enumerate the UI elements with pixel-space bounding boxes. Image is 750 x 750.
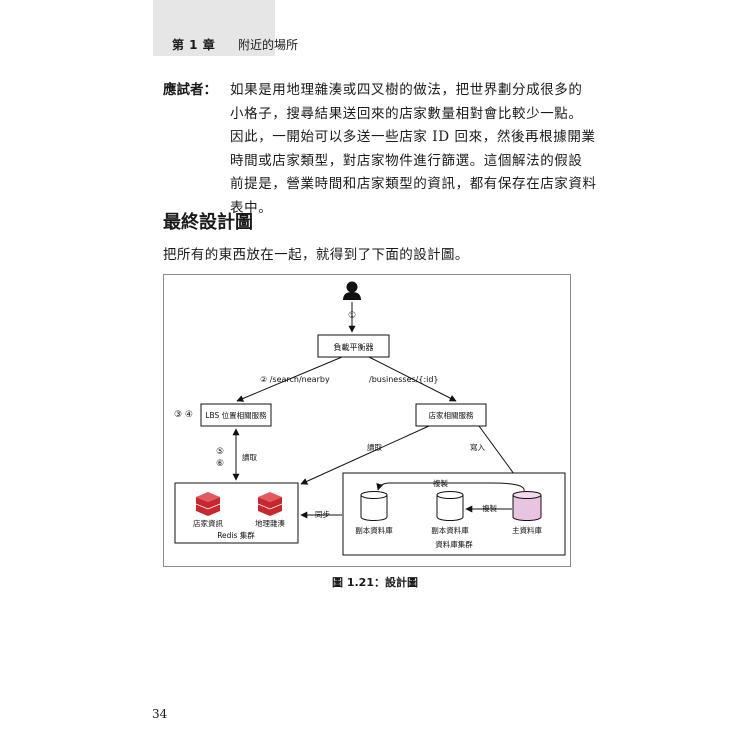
arrow-replicate-top	[376, 482, 525, 492]
step-6-label: ⑥	[216, 459, 224, 469]
redis-icon	[195, 492, 221, 516]
route-businesses-label: /businesses/{:id}	[369, 375, 439, 384]
redis-cluster-label: Redis 集群	[217, 530, 255, 540]
replica-db-1-label: 副本資料庫	[355, 525, 393, 535]
business-service-label: 店家相關服務	[429, 410, 474, 420]
arrow-lb-to-business	[368, 356, 457, 402]
redis-icon-stripe	[269, 503, 283, 510]
user-icon	[343, 281, 361, 300]
sync-label: 同步	[315, 510, 330, 519]
speech-line: 因此，一開始可以多送一些店家 ID 回來，然後再根據開業	[230, 129, 596, 146]
load-balancer-label: 負載平衡器	[334, 342, 374, 352]
speech-line: 表中。	[230, 199, 273, 216]
design-diagram: ① 負載平衡器 ② /search/nearby /businesses/{:i…	[163, 274, 571, 567]
redis-icon-body	[196, 497, 220, 516]
replicate-right-label: 複製	[482, 503, 497, 513]
replica-db-1-icon	[360, 491, 388, 521]
primary-db-icon	[512, 491, 542, 521]
primary-db-label: 主資料庫	[512, 525, 542, 535]
speech-line: 如果是用地理雜湊或四叉樹的做法，把世界劃分成很多的	[230, 82, 583, 98]
redis-icon-stripe	[257, 503, 271, 510]
load-balancer-box	[317, 334, 390, 358]
chapter-label: 第 1 章	[172, 38, 216, 52]
write-label: 寫入	[470, 442, 485, 452]
redis-cluster-box	[174, 482, 299, 544]
step-5-label: ⑤	[216, 447, 224, 457]
business-service-box	[415, 403, 487, 427]
arrow-lb-to-lbs	[236, 356, 343, 402]
page-number: 34	[152, 707, 168, 721]
redis-item-geohash: 地理雜湊	[255, 518, 285, 528]
lbs-service-box	[200, 403, 272, 427]
speech-line: 前提是，營業時間和店家類型的資訊，都有保存在店家資料	[230, 176, 597, 193]
redis-icon	[257, 492, 283, 516]
speech-line: 小格子，搜尋結果送回來的店家數量相對會比較少一點。	[230, 105, 583, 122]
arrow-business-to-redis	[300, 425, 430, 485]
intro-text: 把所有的東西放在一起，就得到了下面的設計圖。	[163, 247, 469, 263]
speaker-label: 應試者：	[163, 82, 217, 98]
db-cluster-label: 資料庫集群	[435, 539, 473, 549]
redis-icon-stripe	[207, 503, 221, 510]
route-search-label: ② /search/nearby	[260, 375, 330, 384]
diagram-canvas: ① 負載平衡器 ② /search/nearby /businesses/{:i…	[174, 281, 566, 556]
replica-db-2-label: 副本資料庫	[431, 525, 469, 535]
lbs-service-label: LBS 位置相關服務	[205, 410, 267, 420]
chapter-tab	[153, 0, 275, 56]
step-1-label: ①	[348, 311, 356, 321]
redis-icon-stripe	[195, 503, 209, 510]
replicate-top-label: 複製	[433, 478, 448, 488]
replica-db-2-icon	[436, 491, 464, 521]
read-label-left: 讀取	[242, 452, 257, 462]
section-heading: 最終設計圖	[163, 212, 253, 233]
figure-caption: 圖 1.21：設計圖	[332, 576, 418, 589]
chapter-title: 附近的場所	[238, 38, 299, 52]
speech-line: 時間或店家類型，對店家物件進行篩選。這個解法的假設	[230, 152, 583, 169]
redis-icon-body	[258, 497, 282, 516]
speech-text: 如果是用地理雜湊或四叉樹的做法，把世界劃分成很多的 小格子，搜尋結果送回來的店家…	[230, 79, 597, 221]
read-label-mid: 讀取	[367, 442, 382, 452]
redis-item-business-info: 店家資訊	[193, 518, 223, 528]
steps-3-4-label: ③ ④	[174, 410, 193, 420]
